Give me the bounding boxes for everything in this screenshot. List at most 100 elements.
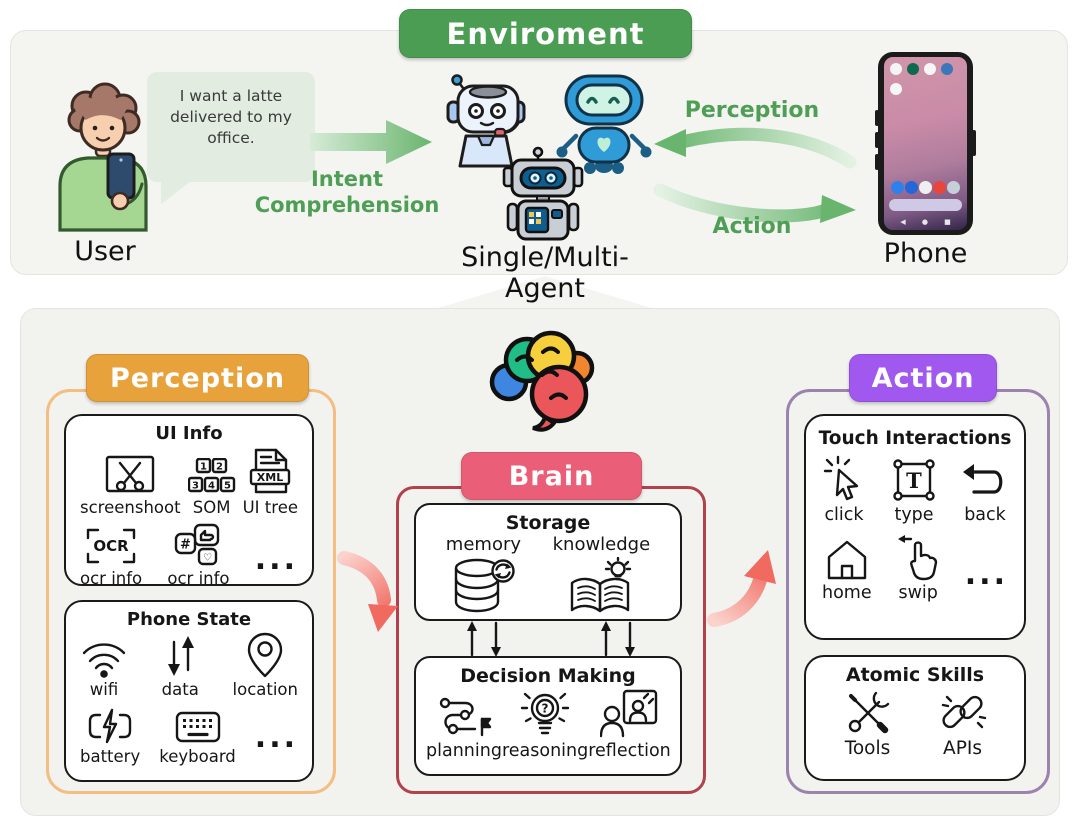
svg-text:♡: ♡ (203, 553, 212, 564)
home-icon (827, 540, 867, 580)
touch-item-type: T type (891, 457, 937, 525)
agent-label: Single/Multi-Agent (461, 242, 629, 304)
wifi-icon (82, 643, 126, 678)
atomic-item-tools: Tools (843, 688, 893, 759)
decision-item-reflection: reflection (588, 689, 671, 761)
robot-headset-icon (446, 74, 526, 168)
brain-group-title: Brain (461, 452, 642, 500)
phone-illustration: ◀●■ (875, 52, 976, 235)
ui-info-item-screenshot: screenshoot (80, 450, 181, 517)
svg-text:4: 4 (208, 481, 215, 492)
phone-nav-buttons: ◀●■ (900, 218, 951, 226)
phone-state-title: Phone State (126, 609, 252, 630)
robot-gray-icon (502, 146, 584, 241)
phone-state-item-more: ... (254, 720, 298, 766)
atomic-item-apis: APIs (938, 688, 988, 759)
data-icon (168, 636, 195, 676)
ui-tree-icon: XML (250, 448, 291, 494)
starbucks-app-icon (907, 63, 919, 75)
photos-app-icon (924, 63, 936, 75)
phone-screen: ◀●■ (884, 57, 967, 230)
perception-arrow-label: Perception (684, 98, 820, 123)
decision-item-planning: planning (426, 691, 502, 761)
phone-state-item-battery: battery (80, 707, 140, 766)
brain-icon (489, 330, 595, 432)
camera-app-icon (947, 181, 960, 194)
phone-state-item-keyboard: keyboard (159, 709, 236, 766)
svg-text:XML: XML (257, 471, 283, 484)
planning-icon (439, 697, 492, 737)
ui-info-item-ui-tree: XML UI tree (243, 448, 298, 517)
phone-app-row (884, 57, 967, 75)
perception-arrow-icon (654, 127, 857, 169)
storage-title: Storage (505, 512, 591, 534)
svg-text:2: 2 (216, 462, 223, 473)
ui-info-title: UI Info (155, 423, 223, 444)
ui-info-item-social: # ♡ ocr info (167, 523, 230, 588)
ui-info-item-som: 1 2 3 4 5 SOM (187, 458, 236, 517)
intent-arrow-label: Intent Comprehension (254, 167, 440, 218)
swipe-icon (898, 535, 938, 581)
phone-search-bar (889, 199, 962, 211)
type-icon: T (893, 459, 935, 501)
social-info-icon: # ♡ (175, 523, 220, 566)
ellipsis-icon: ... (964, 557, 1008, 592)
intent-arrow-icon (310, 120, 432, 164)
battery-icon (88, 708, 132, 744)
screenshot-icon (106, 455, 155, 493)
svg-text:OCR: OCR (93, 537, 129, 555)
phone-app-row2 (884, 75, 967, 95)
chrome-app-icon (933, 181, 946, 194)
ocr-icon: OCR (86, 528, 136, 564)
storage-item-knowledge: knowledge (553, 534, 650, 615)
decision-making-title: Decision Making (460, 665, 636, 687)
click-icon (823, 455, 859, 501)
touch-interactions-title: Touch Interactions (818, 428, 1012, 449)
atomic-skills-card: Atomic Skills Tools (804, 655, 1026, 781)
phone-state-item-data: data (162, 634, 199, 699)
phone-state-item-location: location (233, 632, 298, 699)
svg-text:5: 5 (224, 481, 231, 492)
storage-item-memory: memory (446, 534, 521, 615)
user-label: User (74, 236, 136, 267)
apis-icon (941, 695, 986, 729)
messages-app-icon (905, 181, 918, 194)
knowledge-book-icon (571, 557, 632, 613)
perception-to-brain-arrow-icon (337, 551, 398, 632)
speech-bubble-text: I want a latte delivered to my office. (170, 87, 292, 147)
action-arrow-icon (653, 183, 856, 223)
svg-text:3: 3 (192, 481, 199, 492)
ui-info-item-more: ... (254, 542, 298, 588)
action-group-title: Action (849, 354, 997, 402)
touch-item-click: click (822, 455, 866, 525)
storage-decision-arrows-icon (467, 621, 635, 657)
ellipsis-icon: ... (254, 720, 298, 755)
play-store-app-icon (890, 63, 902, 75)
gmail-app-icon (890, 83, 902, 95)
touch-item-back: back (962, 459, 1008, 525)
ui-info-card: UI Info screenshoot (64, 414, 314, 588)
environment-title: Enviroment (399, 9, 692, 58)
reflection-icon (600, 689, 658, 738)
robot-cute-icon (556, 74, 652, 174)
brain-to-action-arrow-icon (707, 550, 776, 627)
svg-text:1: 1 (200, 462, 207, 473)
touch-item-swipe: swip (896, 533, 940, 603)
reasoning-icon: ? (520, 692, 570, 735)
phone-state-item-wifi: wifi (80, 636, 128, 699)
svg-text:#: # (181, 538, 192, 553)
svg-text:?: ? (542, 702, 549, 716)
maps-app-icon (919, 181, 932, 194)
touch-item-home: home (822, 537, 872, 603)
keyboard-icon (175, 711, 220, 743)
user-illustration (58, 82, 148, 232)
decision-making-card: Decision Making planning ? (414, 656, 682, 776)
panel-connector (425, 276, 665, 312)
perception-group-title: Perception (86, 354, 309, 402)
ellipsis-icon: ... (254, 542, 298, 577)
back-icon (963, 464, 1003, 494)
phone-state-card: Phone State wifi data (64, 600, 314, 782)
location-icon (248, 632, 283, 678)
phone-app-icon (891, 181, 904, 194)
